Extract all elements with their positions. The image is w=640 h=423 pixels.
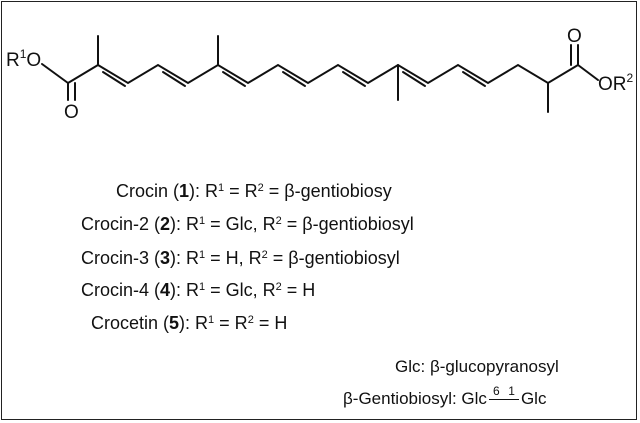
link-bond xyxy=(488,399,519,400)
compound-line-5: Crocetin (5): R1 = R2 = H xyxy=(91,313,288,333)
double-bond-6 xyxy=(402,71,426,87)
compound-line-3: Crocin-3 (3): R1 = H, R2 = β-gentiobiosy… xyxy=(81,248,400,268)
r1-label: R1O xyxy=(6,47,41,71)
double-bond-7 xyxy=(462,71,486,87)
double-bond-5 xyxy=(342,71,366,87)
double-bond-1 xyxy=(102,71,126,87)
carbonyl-right-oxygen: O xyxy=(567,26,582,47)
legend-glc: Glc: β-glucopyranosyl xyxy=(395,357,559,376)
carbon-chain-bonds xyxy=(41,35,599,113)
compound-line-2: Crocin-2 (2): R1 = Glc, R2 = β-gentiobio… xyxy=(81,214,414,234)
r2-label: OR2 xyxy=(598,71,634,95)
polyene-chain xyxy=(97,63,579,85)
bond-c-calpha-left xyxy=(67,64,99,84)
bond-o-c xyxy=(41,63,69,84)
double-bond-3 xyxy=(222,71,246,87)
bond-c-o-right xyxy=(577,64,599,81)
carbonyl-left-oxygen: O xyxy=(64,102,79,123)
double-bond-2 xyxy=(162,71,186,87)
double-bond-4 xyxy=(282,71,306,87)
compound-line-4: Crocin-4 (4): R1 = Glc, R2 = H xyxy=(81,280,316,300)
compound-line-1: Crocin (1): R1 = R2 = β-gentiobiosy xyxy=(116,181,392,201)
